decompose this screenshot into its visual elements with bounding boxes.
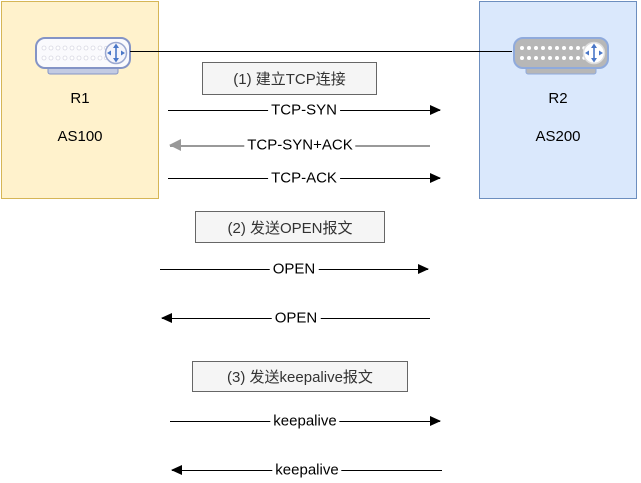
message-arrow-tcp-syn: TCP-SYN (168, 100, 441, 120)
message-label: OPEN (269, 260, 319, 278)
message-arrow-open-r1-to-r2: OPEN (160, 259, 429, 279)
node-as-r1: AS100 (57, 128, 103, 145)
message-arrow-tcp-syn-ack: TCP-SYN+ACK (169, 135, 430, 155)
step-label-send-open: (2) 发送OPEN报文 (195, 211, 385, 243)
arrowhead-right-icon (430, 173, 441, 183)
message-label: keepalive (272, 461, 342, 479)
arrowhead-left-icon (161, 313, 172, 323)
arrowhead-left-icon (169, 139, 181, 151)
router-icon (35, 37, 131, 75)
node-name-r1: R1 (70, 90, 90, 107)
message-arrow-keepalive-r1-to-r2: keepalive (170, 411, 441, 431)
message-arrow-open-r2-to-r1: OPEN (161, 308, 430, 328)
message-label: TCP-SYN (268, 101, 340, 119)
as-node-r2: R2 AS200 (479, 1, 637, 199)
router-icon (513, 37, 609, 75)
arrowhead-right-icon (430, 105, 441, 115)
arrowhead-right-icon (418, 264, 429, 274)
node-name-r2: R2 (548, 90, 568, 107)
message-label: TCP-SYN+ACK (244, 136, 356, 154)
arrowhead-left-icon (171, 465, 182, 475)
message-label: TCP-ACK (268, 169, 340, 187)
message-label: OPEN (271, 309, 321, 327)
message-arrow-tcp-ack: TCP-ACK (168, 168, 441, 188)
as-node-r1: R1 AS100 (1, 1, 159, 199)
step-label-establish-tcp: (1) 建立TCP连接 (202, 62, 377, 95)
message-label: keepalive (270, 412, 340, 430)
message-arrow-keepalive-r2-to-r1: keepalive (171, 460, 442, 480)
step-label-send-keepalive: (3) 发送keepalive报文 (192, 361, 408, 392)
arrowhead-right-icon (430, 416, 441, 426)
router-link-line (130, 51, 512, 52)
node-as-r2: AS200 (535, 128, 581, 145)
